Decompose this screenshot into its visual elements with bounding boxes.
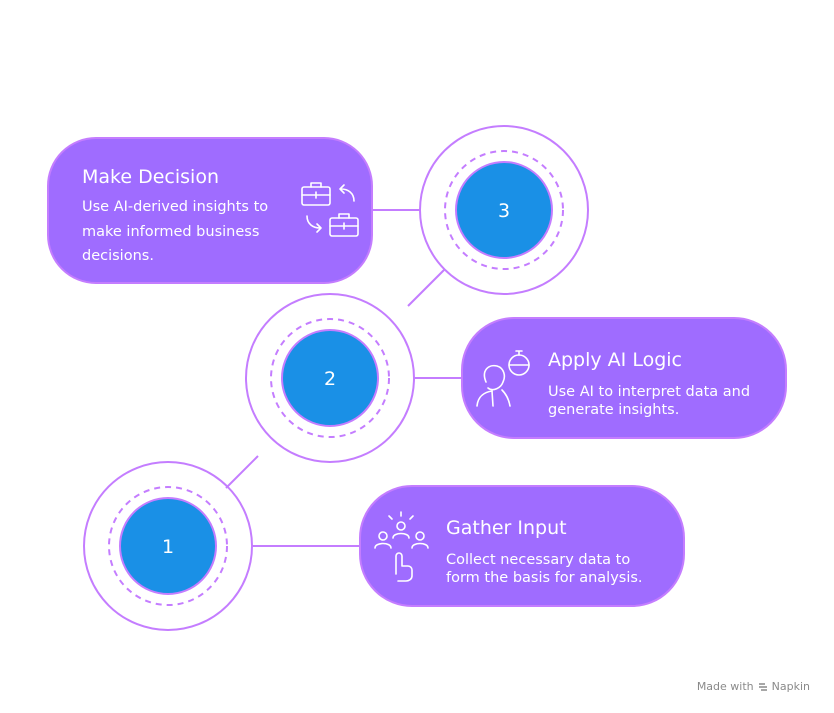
step-2-title: Apply AI Logic (548, 349, 682, 371)
step-1-desc-line-2: form the basis for analysis. (446, 570, 643, 586)
step-3-title: Make Decision (82, 166, 219, 188)
step-2-desc-line-1: Use AI to interpret data and (548, 384, 750, 400)
watermark-brand: Napkin (771, 680, 810, 693)
step-2: 2 Apply AI Logic Use AI to interpret dat… (245, 293, 787, 463)
step-2-desc-line-2: generate insights. (548, 402, 679, 418)
person-ai-icon (476, 350, 530, 407)
briefcase-exchange-icon (301, 182, 359, 237)
step-3-desc-line-3: decisions. (82, 248, 154, 264)
step-1-desc-line-1: Collect necessary data to (446, 552, 630, 568)
step-2-card (461, 317, 787, 439)
step-1-node (119, 497, 217, 595)
step-1-card (359, 485, 685, 607)
step-3-desc-line-2: make informed business (82, 224, 259, 240)
watermark: Made with Napkin (697, 680, 810, 693)
link-2-1 (225, 455, 259, 489)
step-2-number: 2 (324, 368, 336, 390)
step-3-outer-ring (419, 125, 589, 295)
step-3-node (455, 161, 553, 259)
step-1: 1 Gather Input Collect necessary data to… (83, 461, 685, 631)
step-2-node (281, 329, 379, 427)
link-3-2 (407, 269, 445, 307)
step-3-desc-line-1: Use AI-derived insights to (82, 199, 268, 215)
step-1-title: Gather Input (446, 517, 567, 539)
people-pointing-icon (374, 511, 429, 582)
step-1-dashed-ring (108, 486, 228, 606)
step-3-number: 3 (498, 200, 510, 222)
step-3: Make Decision Use AI-derived insights to… (47, 125, 589, 295)
step-2-dashed-ring (270, 318, 390, 438)
step-1-number: 1 (162, 536, 174, 558)
watermark-made-with: Made with (696, 680, 754, 693)
step-3-dashed-ring (444, 150, 564, 270)
napkin-logo-icon (758, 682, 767, 691)
